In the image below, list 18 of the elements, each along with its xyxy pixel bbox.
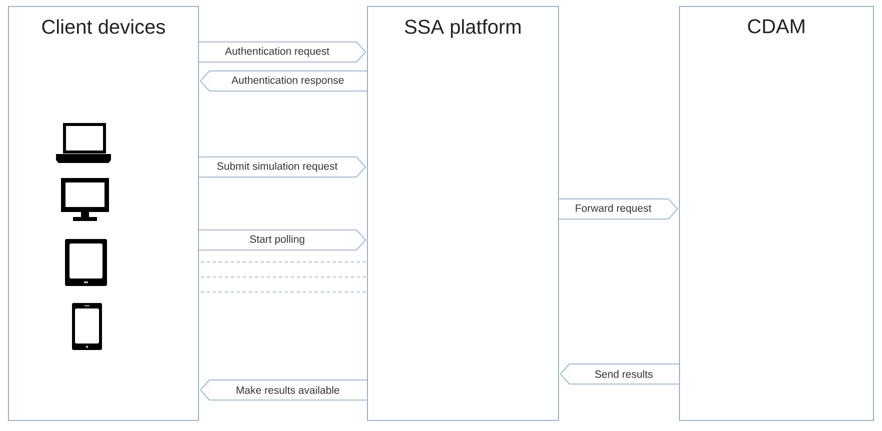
edge-label: Authentication request: [224, 47, 330, 57]
edge-label: Send results: [595, 370, 653, 378]
dashed-line: [200, 276, 368, 278]
block-arrow: [558, 198, 678, 220]
lane-box: CDAM: [679, 6, 874, 421]
block-arrow: [200, 70, 367, 92]
block-arrow: [200, 380, 367, 400]
edge-label: Make results available: [236, 386, 340, 394]
lane-box: Client devices: [8, 6, 199, 421]
lane-box: SSA platform: [367, 6, 559, 421]
edge-label: Forward request: [576, 204, 652, 214]
block-arrow: [198, 156, 366, 178]
block-arrow: [560, 364, 679, 384]
block-arrow: [198, 42, 366, 62]
edge-label: Submit simulation request: [217, 162, 338, 172]
edge-label: Authentication response: [232, 76, 344, 86]
block-arrow: [198, 230, 366, 250]
edge-label: Start polling: [250, 235, 304, 245]
